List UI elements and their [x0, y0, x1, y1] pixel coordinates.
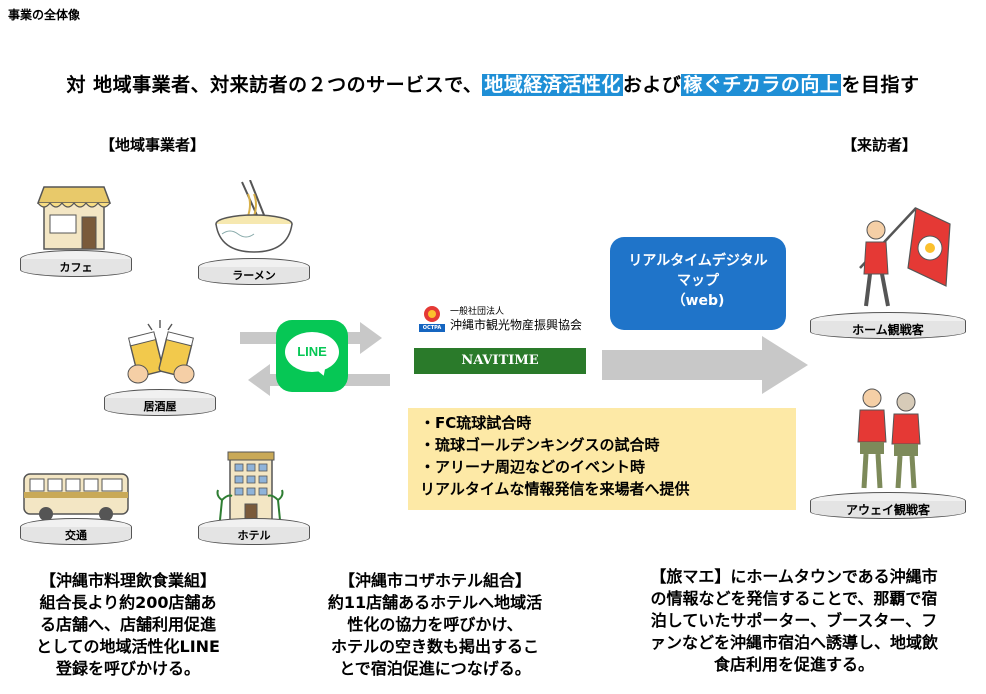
text-line: としての地域活性化LINE: [36, 637, 220, 656]
visitor-section-title: 【来訪者】: [842, 136, 918, 154]
hotel-icon: [216, 451, 284, 521]
text-line: 登録を呼びかける。: [55, 659, 200, 678]
text-line: ァンなどを沖縄市宿泊へ誘導し、地域飲: [649, 633, 938, 652]
cafe-platform: カフェ: [20, 250, 132, 278]
octpa-logo-text: OCTPA: [422, 325, 442, 331]
headline: 対 地域事業者、対来訪者の２つのサービスで、地域経済活性化および稼ぐチカラの向上…: [0, 70, 986, 97]
transport-label: 交通: [65, 529, 87, 542]
headline-highlight-economy: 地域経済活性化: [482, 74, 623, 96]
text-line: 約11店舗あるホテルへ地域活: [327, 593, 543, 612]
text-line: 泊していたサポーター、ブースター、フ: [650, 611, 938, 630]
event-item: ・FC琉球試合時: [420, 414, 532, 432]
away-visitor-label: アウェイ観戦客: [845, 503, 930, 517]
realtime-digital-map-box: リアルタイムデジタル マップ （web): [610, 237, 786, 330]
cafe-icon: [36, 186, 112, 250]
text-line: る店舗へ、店舗利用促進: [39, 615, 216, 634]
map-box-line-1: リアルタイムデジタル: [628, 253, 768, 269]
text-line: ホテルの空き数も掲出するこ: [330, 637, 539, 656]
hotel-label: ホテル: [237, 529, 271, 542]
hotel-platform: ホテル: [198, 518, 310, 546]
headline-middle: および: [622, 74, 682, 96]
headline-highlight-earning: 稼ぐチカラの向上: [681, 74, 842, 96]
ramen-label: ラーメン: [232, 269, 276, 282]
text-line: 【沖縄市コザホテル組合】: [338, 571, 531, 590]
away-supporters-icon: [857, 388, 921, 489]
octpa-org-name: 沖縄市観光物産振興協会: [450, 318, 583, 332]
izakaya-label: 居酒屋: [143, 400, 177, 413]
event-summary: リアルタイムな情報発信を来場者へ提供: [420, 480, 690, 498]
big-arrow-to-visitors: [602, 336, 808, 394]
line-logo-text: LINE: [297, 344, 327, 359]
octpa-emblem-icon: [419, 306, 445, 332]
cafe-label: カフェ: [59, 261, 93, 274]
text-line: の情報などを発信することで、那覇で宿: [650, 589, 938, 608]
hotel-union-text: 【沖縄市コザホテル組合】 約11店舗あるホテルへ地域活 性化の協力を呼びかけ、 …: [300, 570, 570, 680]
navitime-badge: NAVITIME: [414, 348, 586, 374]
izakaya-platform: 居酒屋: [104, 389, 216, 417]
text-line: 食店利用を促進する。: [713, 655, 874, 674]
text-line: とで宿泊促進につなげる。: [339, 659, 531, 678]
event-info-box: ・FC琉球試合時 ・琉球ゴールデンキングスの試合時 ・アリーナ周辺などのイベント…: [408, 408, 796, 510]
home-visitor-platform: ホーム観戦客: [810, 312, 966, 342]
text-line: 【沖縄市料理飲食業組】: [39, 571, 216, 590]
map-box-line-3: （web): [671, 293, 725, 309]
away-visitor-platform: アウェイ観戦客: [810, 492, 966, 522]
ramen-platform: ラーメン: [198, 258, 310, 286]
event-item: ・アリーナ周辺などのイベント時: [420, 458, 646, 476]
home-visitor-label: ホーム観戦客: [852, 323, 924, 337]
ramen-icon: [215, 180, 293, 253]
beer-toast-icon: [127, 320, 195, 384]
text-line: 性化の協力を呼びかけ、: [347, 615, 523, 634]
line-app-icon: LINE: [276, 320, 348, 392]
headline-suffix: を目指す: [841, 74, 920, 96]
map-box-line-2: マップ: [677, 273, 719, 289]
text-line: 組合長より約200店舗あ: [39, 593, 217, 612]
restaurant-union-text: 【沖縄市料理飲食業組】 組合長より約200店舗あ る店舗へ、店舗利用促進 として…: [8, 570, 248, 680]
local-business-section-title: 【地域事業者】: [100, 136, 206, 154]
pre-travel-text: 【旅マエ】にホームタウンである沖縄市 の情報などを発信することで、那覇で宿 泊し…: [610, 566, 978, 676]
home-supporter-flag-icon: [859, 207, 951, 307]
bus-icon: [23, 473, 129, 521]
octpa-org-type: 一般社団法人: [450, 307, 505, 317]
page-corner-title: 事業の全体像: [8, 8, 81, 22]
octpa-logo: OCTPA 一般社団法人 沖縄市観光物産振興協会: [418, 304, 598, 334]
text-line: 【旅マエ】にホームタウンである沖縄市: [650, 567, 938, 586]
headline-prefix: 対 地域事業者、対来訪者の２つのサービスで、: [66, 74, 483, 96]
event-item: ・琉球ゴールデンキングスの試合時: [420, 436, 660, 454]
transport-platform: 交通: [20, 518, 132, 546]
